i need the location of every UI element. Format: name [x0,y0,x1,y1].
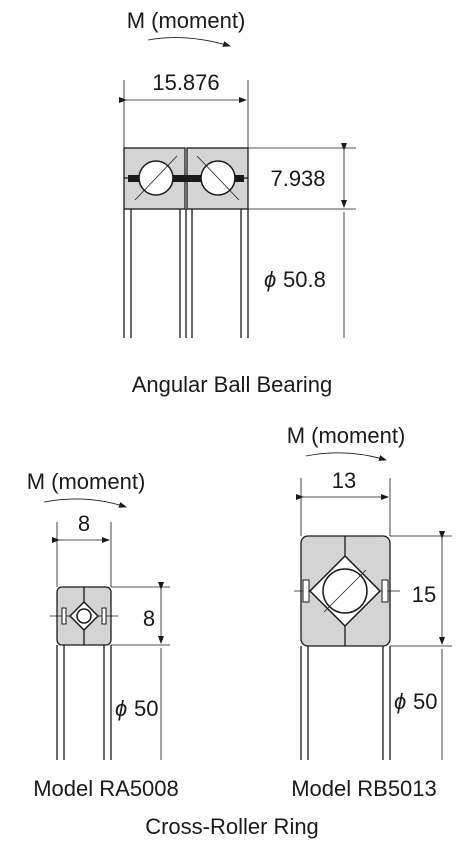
rb5013-bore-value: 50 [413,689,437,714]
ra5008-seal-left [61,607,67,625]
rb5013-moment-arrow [305,452,387,461]
rb5013-width-value: 13 [332,468,356,493]
ra5008-height-value: 8 [143,606,155,631]
rb5013-caption: Model RB5013 [291,776,437,801]
rb5013-diameter-symbol: ϕ [394,689,406,714]
angular-height-value: 7.938 [270,166,325,191]
rb5013-seal-right [381,579,389,603]
ra5008-seal-right [101,607,107,625]
angular-caption: Angular Ball Bearing [132,372,333,397]
rb5013-roller-axis [323,569,367,613]
ra5008-moment-arrow [43,498,127,508]
angular-cage [128,175,244,182]
model-ra5008: M (moment) 8 8 ϕ 50 Model RA5008 [27,469,179,801]
ra5008-moment-label: M (moment) [27,469,146,494]
angular-contact-line-right [196,155,240,201]
rb5013-moment-label: M (moment) [287,423,406,448]
ra5008-bore-value: 50 [134,696,158,721]
rb5013-seal-left [302,579,310,603]
ra5008-diameter-symbol: ϕ [115,696,127,721]
angular-moment-arrow [147,37,231,47]
model-rb5013: M (moment) 13 15 ϕ 50 Model RB5013 [287,423,452,801]
ra5008-roller-core [76,608,92,624]
rb5013-height-value: 15 [412,582,436,607]
angular-diameter-symbol: ϕ [264,267,276,292]
angular-width-value: 15.876 [152,70,219,95]
angular-ball-bearing: M (moment) 15.876 7.938 ϕ 50.8 Angular [119,8,356,397]
angular-moment-label: M (moment) [127,8,246,33]
angular-bore-value: 50.8 [283,267,326,292]
angular-contact-line-left [134,155,178,201]
ra5008-caption: Model RA5008 [33,776,179,801]
cross-roller-ring-caption: Cross-Roller Ring [145,814,319,839]
ra5008-width-value: 8 [78,511,90,536]
